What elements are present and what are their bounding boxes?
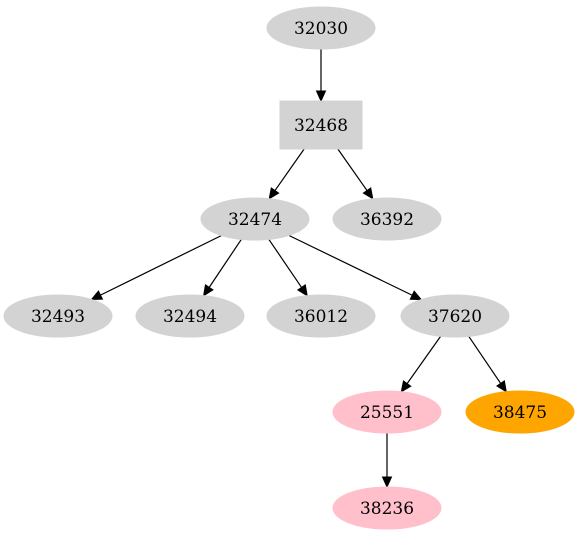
edge-line bbox=[337, 148, 368, 191]
node-32474: 32474 bbox=[200, 197, 310, 241]
edge-line bbox=[288, 234, 413, 296]
node-ellipse bbox=[266, 6, 376, 50]
node-ellipse bbox=[332, 486, 442, 530]
arrowhead-icon bbox=[495, 380, 507, 393]
arrowhead-icon bbox=[409, 290, 423, 301]
node-label: 25551 bbox=[360, 403, 414, 423]
node-label: 32494 bbox=[163, 307, 217, 327]
arrowhead-icon bbox=[315, 90, 327, 103]
edge-line bbox=[100, 234, 222, 296]
edge-32474-37620 bbox=[288, 234, 423, 301]
edge-37620-25551 bbox=[400, 335, 442, 393]
node-label: 37620 bbox=[428, 307, 482, 327]
edge-line bbox=[468, 335, 502, 384]
node-32468: 32468 bbox=[279, 100, 363, 150]
node-label: 36392 bbox=[360, 210, 414, 230]
arrowhead-icon bbox=[381, 476, 393, 489]
arrowhead-icon bbox=[362, 187, 374, 200]
arrowhead-icon bbox=[202, 284, 214, 297]
edge-32030-32468 bbox=[315, 49, 327, 103]
node-ellipse bbox=[135, 294, 245, 338]
node-38236: 38236 bbox=[332, 486, 442, 530]
edge-line bbox=[208, 238, 242, 288]
nodes-layer: 32030 32468 32474 36392 32493 32494 36012 37620… bbox=[3, 6, 575, 530]
node-32493: 32493 bbox=[3, 294, 113, 338]
node-label: 38236 bbox=[360, 499, 414, 519]
node-36392: 36392 bbox=[332, 197, 442, 241]
edges-layer bbox=[90, 49, 507, 489]
edge-32468-32474 bbox=[268, 148, 305, 200]
edge-32474-36012 bbox=[268, 238, 308, 297]
node-38475: 38475 bbox=[465, 390, 575, 434]
arrowhead-icon bbox=[296, 284, 308, 297]
node-label: 32474 bbox=[228, 210, 282, 230]
edge-32468-36392 bbox=[337, 148, 374, 200]
node-ellipse bbox=[332, 197, 442, 241]
node-label: 32493 bbox=[31, 307, 85, 327]
node-label: 38475 bbox=[493, 403, 547, 423]
arrowhead-icon bbox=[268, 187, 280, 200]
node-25551: 25551 bbox=[332, 390, 442, 434]
node-ellipse bbox=[465, 390, 575, 434]
arrowhead-icon bbox=[90, 290, 104, 301]
node-ellipse bbox=[200, 197, 310, 241]
node-ellipse bbox=[266, 294, 376, 338]
edge-line bbox=[268, 238, 303, 288]
node-label: 32468 bbox=[294, 116, 348, 136]
edge-32474-32494 bbox=[202, 238, 242, 297]
edge-line bbox=[274, 148, 305, 191]
node-32494: 32494 bbox=[135, 294, 245, 338]
node-37620: 37620 bbox=[400, 294, 510, 338]
node-label: 36012 bbox=[294, 307, 348, 327]
edge-25551-38236 bbox=[381, 433, 393, 489]
node-32030: 32030 bbox=[266, 6, 376, 50]
edge-line bbox=[406, 335, 442, 384]
node-ellipse bbox=[332, 390, 442, 434]
node-ellipse bbox=[3, 294, 113, 338]
node-36012: 36012 bbox=[266, 294, 376, 338]
arrowhead-icon bbox=[400, 380, 412, 393]
node-ellipse bbox=[400, 294, 510, 338]
edge-37620-38475 bbox=[468, 335, 507, 393]
node-label: 32030 bbox=[294, 19, 348, 39]
node-box bbox=[279, 100, 363, 150]
edge-32474-32493 bbox=[90, 234, 222, 301]
